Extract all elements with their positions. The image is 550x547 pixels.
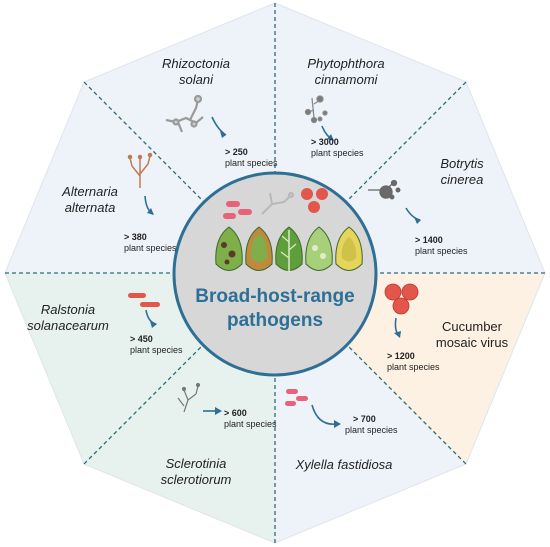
phytophthora-arrowhead [327, 134, 334, 141]
unit-cucumber: plant species [387, 362, 440, 372]
pathogen-name-rhizoctonia-line2: solani [179, 72, 214, 87]
cucumber-virus-particles-icon [384, 283, 419, 315]
ralstonia-bacteria-icon [128, 293, 160, 307]
rhizoctonia-hyphae-icon [165, 94, 204, 133]
count-sclerotinia: > 600 [224, 408, 247, 418]
pathogen-name-botrytis-line1: Botrytis [440, 156, 484, 171]
unit-ralstonia: plant species [130, 345, 183, 355]
unit-rhizoctonia: plant species [225, 158, 278, 168]
pathogen-name-alternaria-line2: alternata [65, 200, 116, 215]
unit-sclerotinia: plant species [224, 419, 277, 429]
rhizoctonia-arrow [211, 116, 227, 136]
center-circle [172, 171, 378, 377]
ralstonia-arrowhead [150, 321, 157, 328]
leaf-4 [305, 226, 333, 271]
pathogen-name-rhizoctonia-line1: Rhizoctonia [162, 56, 230, 71]
xylella-arrowhead [334, 420, 341, 428]
pathogen-name-sclerotinia-line1: Sclerotinia [166, 456, 227, 471]
bacteria-icon [223, 201, 252, 219]
pathogen-name-cucumber-line1: Cucumber [442, 319, 503, 334]
pathogen-name-phytophthora-line2: cinnamomi [315, 72, 379, 87]
pathogen-name-alternaria-line1: Alternaria [61, 184, 118, 199]
pathogen-name-cucumber-line2: mosaic virus [436, 335, 509, 350]
pathogen-name-phytophthora-line1: Phytophthora [307, 56, 384, 71]
botrytis-arrowhead [414, 217, 421, 224]
sclerotinia-hyphae-icon [177, 382, 201, 413]
unit-alternaria: plant species [124, 243, 177, 253]
pathogen-name-xylella: Xylella fastidiosa [295, 457, 393, 472]
virus-icon [301, 188, 328, 213]
center-title-line1: Broad-host-range [195, 286, 354, 307]
leaf-1 [215, 226, 243, 271]
count-ralstonia: > 450 [130, 334, 153, 344]
center-title-line2: pathogens [227, 310, 323, 331]
unit-phytophthora: plant species [311, 148, 364, 158]
rhizoctonia-arrowhead [220, 131, 226, 138]
alternaria-arrowhead [147, 208, 154, 215]
unit-xylella: plant species [345, 425, 398, 435]
phytophthora-sporangia-icon [304, 95, 328, 124]
xylella-arrow [311, 404, 337, 425]
sclerotinia-arrowhead [215, 407, 222, 415]
pathogen-name-sclerotinia-line2: sclerotiorum [161, 472, 232, 487]
unit-botrytis: plant species [415, 246, 468, 256]
pathogen-name-ralstonia-line1: Ralstonia [41, 302, 95, 317]
cucumber-arrowhead [394, 331, 401, 338]
xylella-bacteria-icon [285, 389, 308, 406]
count-phytophthora: > 3000 [311, 137, 339, 147]
pathogen-name-botrytis-line2: cinerea [441, 172, 484, 187]
count-rhizoctonia: > 250 [225, 147, 248, 157]
infected-leaves-icon [215, 226, 363, 272]
alternaria-spore-chain-icon [127, 152, 153, 188]
botrytis-conidiophore-icon [368, 179, 401, 200]
pathogen-name-ralstonia-line2: solanacearum [27, 318, 109, 333]
count-botrytis: > 1400 [415, 235, 443, 245]
fungal-hyphae-icon [261, 192, 294, 215]
count-alternaria: > 380 [124, 232, 147, 242]
count-xylella: > 700 [353, 414, 376, 424]
count-cucumber: > 1200 [387, 351, 415, 361]
